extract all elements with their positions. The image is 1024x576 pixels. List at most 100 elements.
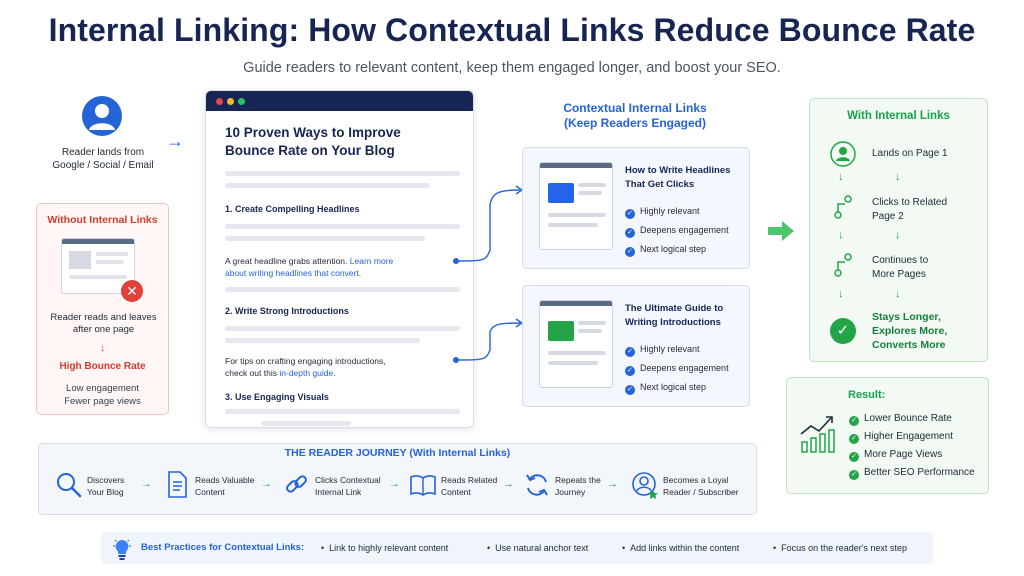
without-details: Low engagement Fewer page views [37, 382, 168, 408]
reader-caption: Reader lands from Google / Social / Emai… [36, 146, 170, 172]
contextual-link-introductions[interactable]: in-depth guide. [279, 368, 336, 378]
with-final-outcome: Stays Longer, Explores More, Converts Mo… [872, 311, 948, 351]
without-line2: after one page [72, 324, 135, 335]
contextual-heading-line2: (Keep Readers Engaged) [563, 116, 707, 130]
check-icon: ✓ [849, 416, 859, 426]
arrow-right-icon: → [503, 478, 514, 490]
window-close-dot [216, 98, 223, 105]
related-article-title: How to Write Headlines That Get Clicks [625, 165, 731, 190]
blog-title-line1: 10 Proven Ways to Improve [225, 125, 401, 140]
blog-section-heading: 3. Use Engaging Visuals [225, 392, 329, 402]
check-icon: ✓ [625, 209, 635, 219]
arrow-right-icon: → [607, 478, 618, 490]
arrow-right-green-icon [768, 221, 794, 241]
user-circle-icon [830, 141, 856, 167]
without-internal-links-card: Without Internal Links ✕ Reader reads an… [36, 203, 169, 415]
check-circle-icon: ✓ [830, 318, 856, 344]
related-article-title: The Ultimate Guide to Writing Introducti… [625, 303, 724, 328]
without-description: Reader reads and leaves after one page [41, 312, 166, 336]
article-thumbnail [539, 300, 613, 388]
best-practice-tip: • Link to highly relevant content [321, 543, 449, 553]
article-thumbnail [539, 162, 613, 250]
window-minimize-dot [227, 98, 234, 105]
page-title: Internal Linking: How Contextual Links R… [48, 12, 976, 48]
loyal-reader-icon [632, 472, 658, 499]
related-article-card[interactable]: How to Write Headlines That Get Clicks ✓… [522, 147, 750, 269]
blog-section-heading: 1. Create Compelling Headlines [225, 204, 360, 214]
check-item: ✓Next logical step [625, 244, 706, 257]
without-line1: Reader reads and leaves [50, 312, 157, 323]
link-icon [286, 475, 307, 493]
blog-title: 10 Proven Ways to Improve Bounce Rate on… [225, 124, 465, 160]
blog-paragraph-1: A great headline grabs attention. Learn … [225, 256, 394, 278]
check-item: ✓Deepens engagement [625, 225, 729, 238]
check-icon: ✓ [625, 347, 635, 357]
with-step-2: Clicks to Related Page 2 [872, 197, 948, 222]
with-step-3: Continues to More Pages [872, 255, 929, 280]
check-icon: ✓ [849, 452, 859, 462]
contextual-heading-line1: Contextual Internal Links [563, 101, 707, 115]
result-item: ✓Lower Bounce Rate [849, 413, 952, 426]
blog-paragraph-2: For tips on crafting engaging introducti… [225, 356, 386, 378]
reader-caption-line2: Google / Social / Email [52, 160, 154, 171]
lightbulb-icon [113, 539, 131, 560]
page-subtitle: Guide readers to relevant content, keep … [243, 60, 781, 76]
check-icon: ✓ [849, 470, 859, 480]
check-icon: ✓ [625, 228, 635, 238]
best-practices-label: Best Practices for Contextual Links: [141, 542, 305, 553]
page-window-icon [61, 238, 135, 294]
result-item: ✓Better SEO Performance [849, 467, 975, 480]
check-item: ✓Deepens engagement [625, 363, 729, 376]
document-icon [168, 471, 187, 498]
result-item: ✓Higher Engagement [849, 431, 953, 444]
window-maximize-dot [238, 98, 245, 105]
arrow-right-icon: → [389, 478, 400, 490]
best-practice-tip: • Use natural anchor text [487, 543, 589, 553]
without-detail2: Fewer page views [64, 396, 141, 407]
reader-avatar [82, 96, 122, 136]
check-icon: ✓ [625, 366, 635, 376]
arrow-right-icon: → [166, 131, 184, 151]
window-titlebar [206, 91, 473, 111]
journey-title: THE READER JOURNEY (With Internal Links) [284, 447, 511, 459]
check-item: ✓Next logical step [625, 382, 706, 395]
search-icon [57, 473, 82, 498]
check-item: ✓Highly relevant [625, 344, 700, 357]
refresh-icon [526, 474, 548, 496]
growth-chart-icon [800, 416, 835, 453]
close-icon: ✕ [121, 280, 143, 302]
arrow-down-icon: ↓ [838, 288, 844, 300]
blog-section-heading: 2. Write Strong Introductions [225, 306, 349, 316]
arrow-right-icon: → [261, 478, 272, 490]
with-step-1: Lands on Page 1 [872, 148, 948, 159]
blog-title-line2: Bounce Rate on Your Blog [225, 143, 395, 158]
blog-post-window: 10 Proven Ways to Improve Bounce Rate on… [205, 90, 474, 428]
contextual-links-heading: Contextual Internal Links (Keep Readers … [540, 101, 730, 131]
branch-icon [834, 195, 852, 219]
related-article-card[interactable]: The Ultimate Guide to Writing Introducti… [522, 285, 750, 407]
arrow-down-icon: ↓ [99, 342, 106, 354]
check-item: ✓Highly relevant [625, 206, 700, 219]
high-bounce-rate-label: High Bounce Rate [59, 361, 146, 372]
arrow-right-icon: → [141, 478, 152, 490]
arrow-down-icon: ↓ [895, 171, 901, 183]
result-card: Result: ✓Lower Bounce Rate ✓Higher Engag… [786, 377, 989, 494]
result-title: Result: [848, 389, 886, 401]
branch-icon [834, 253, 852, 277]
result-item: ✓More Page Views [849, 449, 942, 462]
arrow-down-icon: ↓ [838, 229, 844, 241]
arrow-down-icon: ↓ [895, 229, 901, 241]
contextual-link-headlines-cont[interactable]: about writing headlines that convert. [225, 268, 362, 278]
best-practice-tip: • Add links within the content [622, 543, 740, 553]
contextual-link-headlines[interactable]: Learn more [349, 256, 394, 266]
reader-journey-panel: THE READER JOURNEY (With Internal Links)… [38, 443, 757, 515]
without-title: Without Internal Links [47, 214, 158, 226]
with-internal-links-card: With Internal Links Lands on Page 1 ↓ ↓ … [809, 98, 988, 362]
arrow-down-icon: ↓ [838, 171, 844, 183]
check-icon: ✓ [625, 385, 635, 395]
with-title: With Internal Links [847, 110, 950, 122]
check-icon: ✓ [625, 247, 635, 257]
without-detail1: Low engagement [66, 383, 139, 394]
check-icon: ✓ [849, 434, 859, 444]
best-practice-tip: • Focus on the reader's next step [773, 543, 907, 553]
